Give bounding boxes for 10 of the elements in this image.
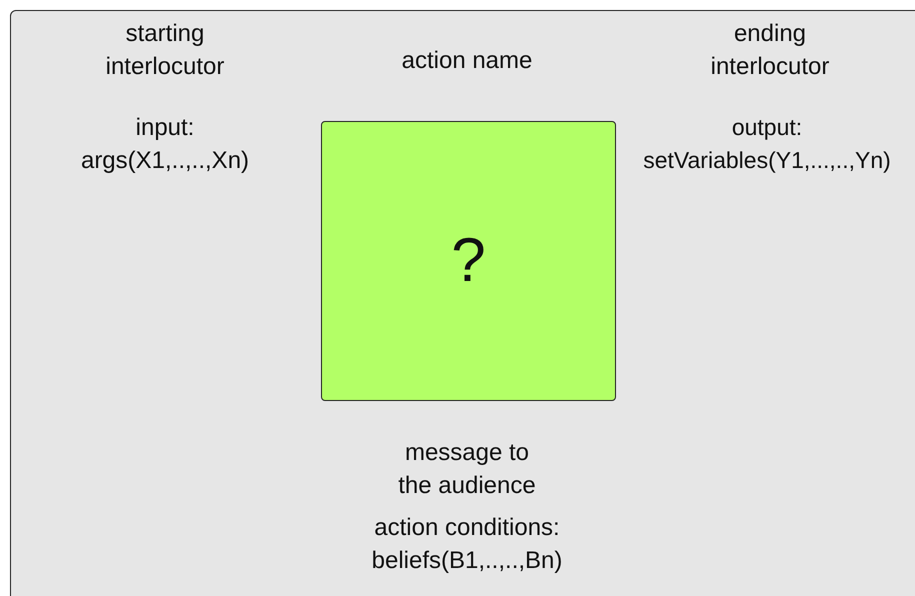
input-label: input: args(X1,..,..,Xn) <box>80 113 250 176</box>
process-box <box>321 121 616 401</box>
panel-background <box>10 10 915 596</box>
action-label: action name <box>400 46 534 76</box>
question-mark: ? <box>450 230 487 292</box>
role-label: starting interlocutor <box>104 19 226 82</box>
role-label: ending interlocutor <box>710 19 830 82</box>
message-label: message to the audience <box>397 438 537 501</box>
conditions-label: action conditions: beliefs(B1,..,..,Bn) <box>370 513 564 576</box>
output-label: output: setVariables(Y1,...,..,Yn) <box>642 113 892 175</box>
